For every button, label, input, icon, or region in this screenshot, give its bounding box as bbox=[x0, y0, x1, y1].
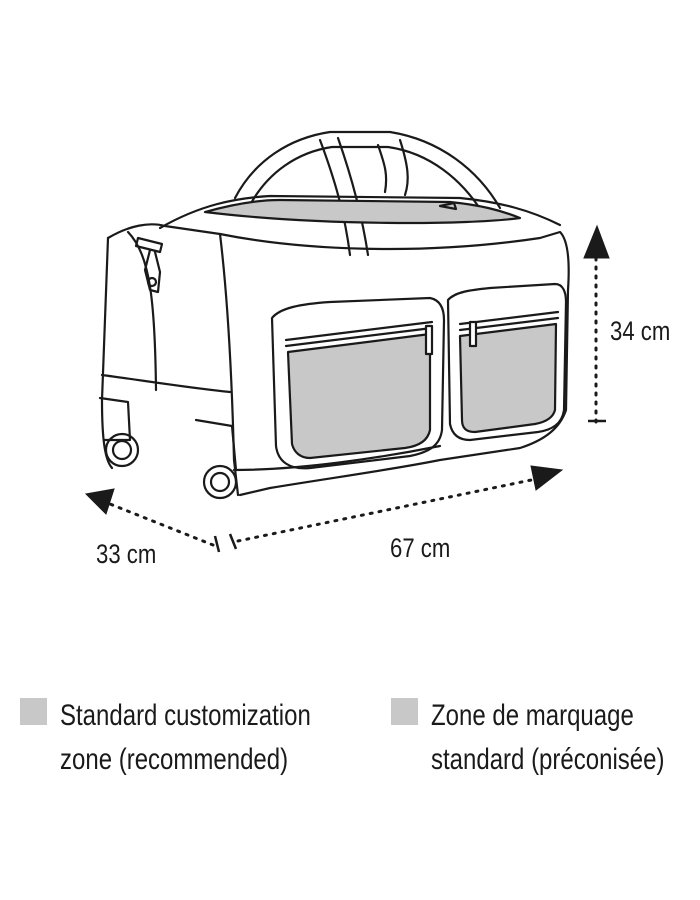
legend-line: standard (préconisée) bbox=[431, 743, 665, 776]
customization-zone-swatch bbox=[391, 698, 418, 725]
left-pocket bbox=[270, 296, 446, 470]
strap-clip bbox=[134, 236, 164, 294]
customization-zone-swatch bbox=[20, 698, 47, 725]
legend-line: zone (recommended) bbox=[60, 743, 289, 776]
carry-handles bbox=[233, 130, 502, 257]
wheels bbox=[98, 396, 238, 500]
legend-text-french: Zone de marquage standard (préconisée) bbox=[431, 694, 664, 782]
legend-line: Zone de marquage bbox=[431, 699, 634, 732]
height-dimension-arrow bbox=[583, 224, 610, 424]
depth-label: 33 cm bbox=[96, 539, 157, 569]
legend-text-english: Standard customization zone (recommended… bbox=[60, 694, 311, 782]
depth-dimension-arrow bbox=[84, 488, 221, 553]
length-dimension-arrow bbox=[228, 465, 564, 550]
legend-line: Standard customization bbox=[60, 699, 311, 732]
bag-diagram bbox=[84, 130, 610, 553]
height-label: 34 cm bbox=[610, 316, 671, 346]
right-pocket bbox=[446, 282, 568, 442]
length-label: 67 cm bbox=[390, 533, 451, 563]
bag-top bbox=[158, 194, 562, 230]
